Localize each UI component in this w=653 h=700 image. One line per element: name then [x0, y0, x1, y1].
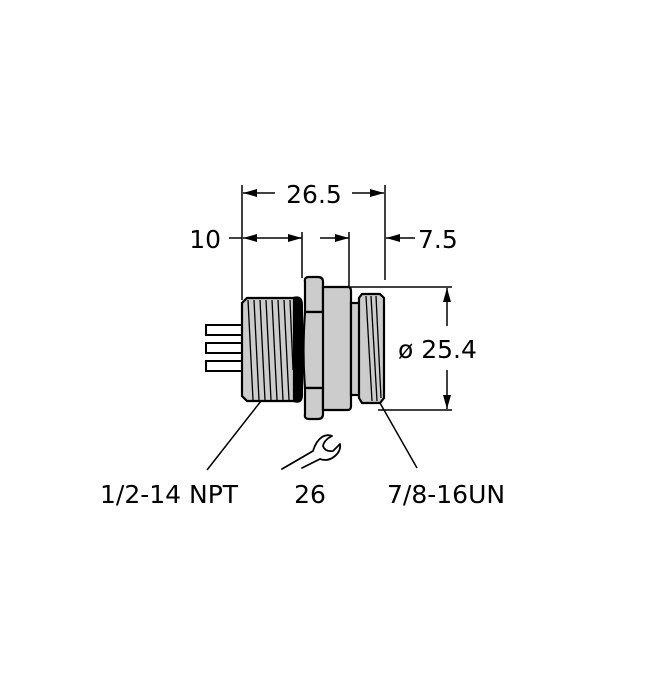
connector-body: [205, 275, 386, 421]
front-thread-body: [357, 292, 386, 405]
contact-pins: [205, 324, 245, 372]
hex-nut: [302, 275, 326, 421]
front-thread-callout: 7/8-16UN: [387, 480, 505, 509]
o-ring: [293, 296, 303, 403]
rear-thread-callout: 1/2-14 NPT: [100, 480, 239, 509]
dimension-diameter: ø 25.4: [350, 286, 477, 411]
diameter-label: ø 25.4: [398, 335, 477, 364]
wrench-size-callout: 26: [294, 480, 326, 509]
rear-thread-length-label: 10: [189, 225, 221, 254]
wrench-icon: [281, 434, 342, 470]
dimension-rear-thread-length: 10: [189, 225, 303, 278]
rear-thread-body: [240, 296, 296, 403]
leader-front-thread: [379, 402, 418, 469]
dimension-front-thread-length: 7.5: [320, 225, 458, 288]
leader-rear-thread: [206, 400, 262, 471]
overall-length-label: 26.5: [286, 180, 342, 209]
flange-collar: [321, 285, 353, 412]
front-thread-length-label: 7.5: [418, 225, 458, 254]
dimension-overall-length: 26.5: [241, 180, 386, 300]
